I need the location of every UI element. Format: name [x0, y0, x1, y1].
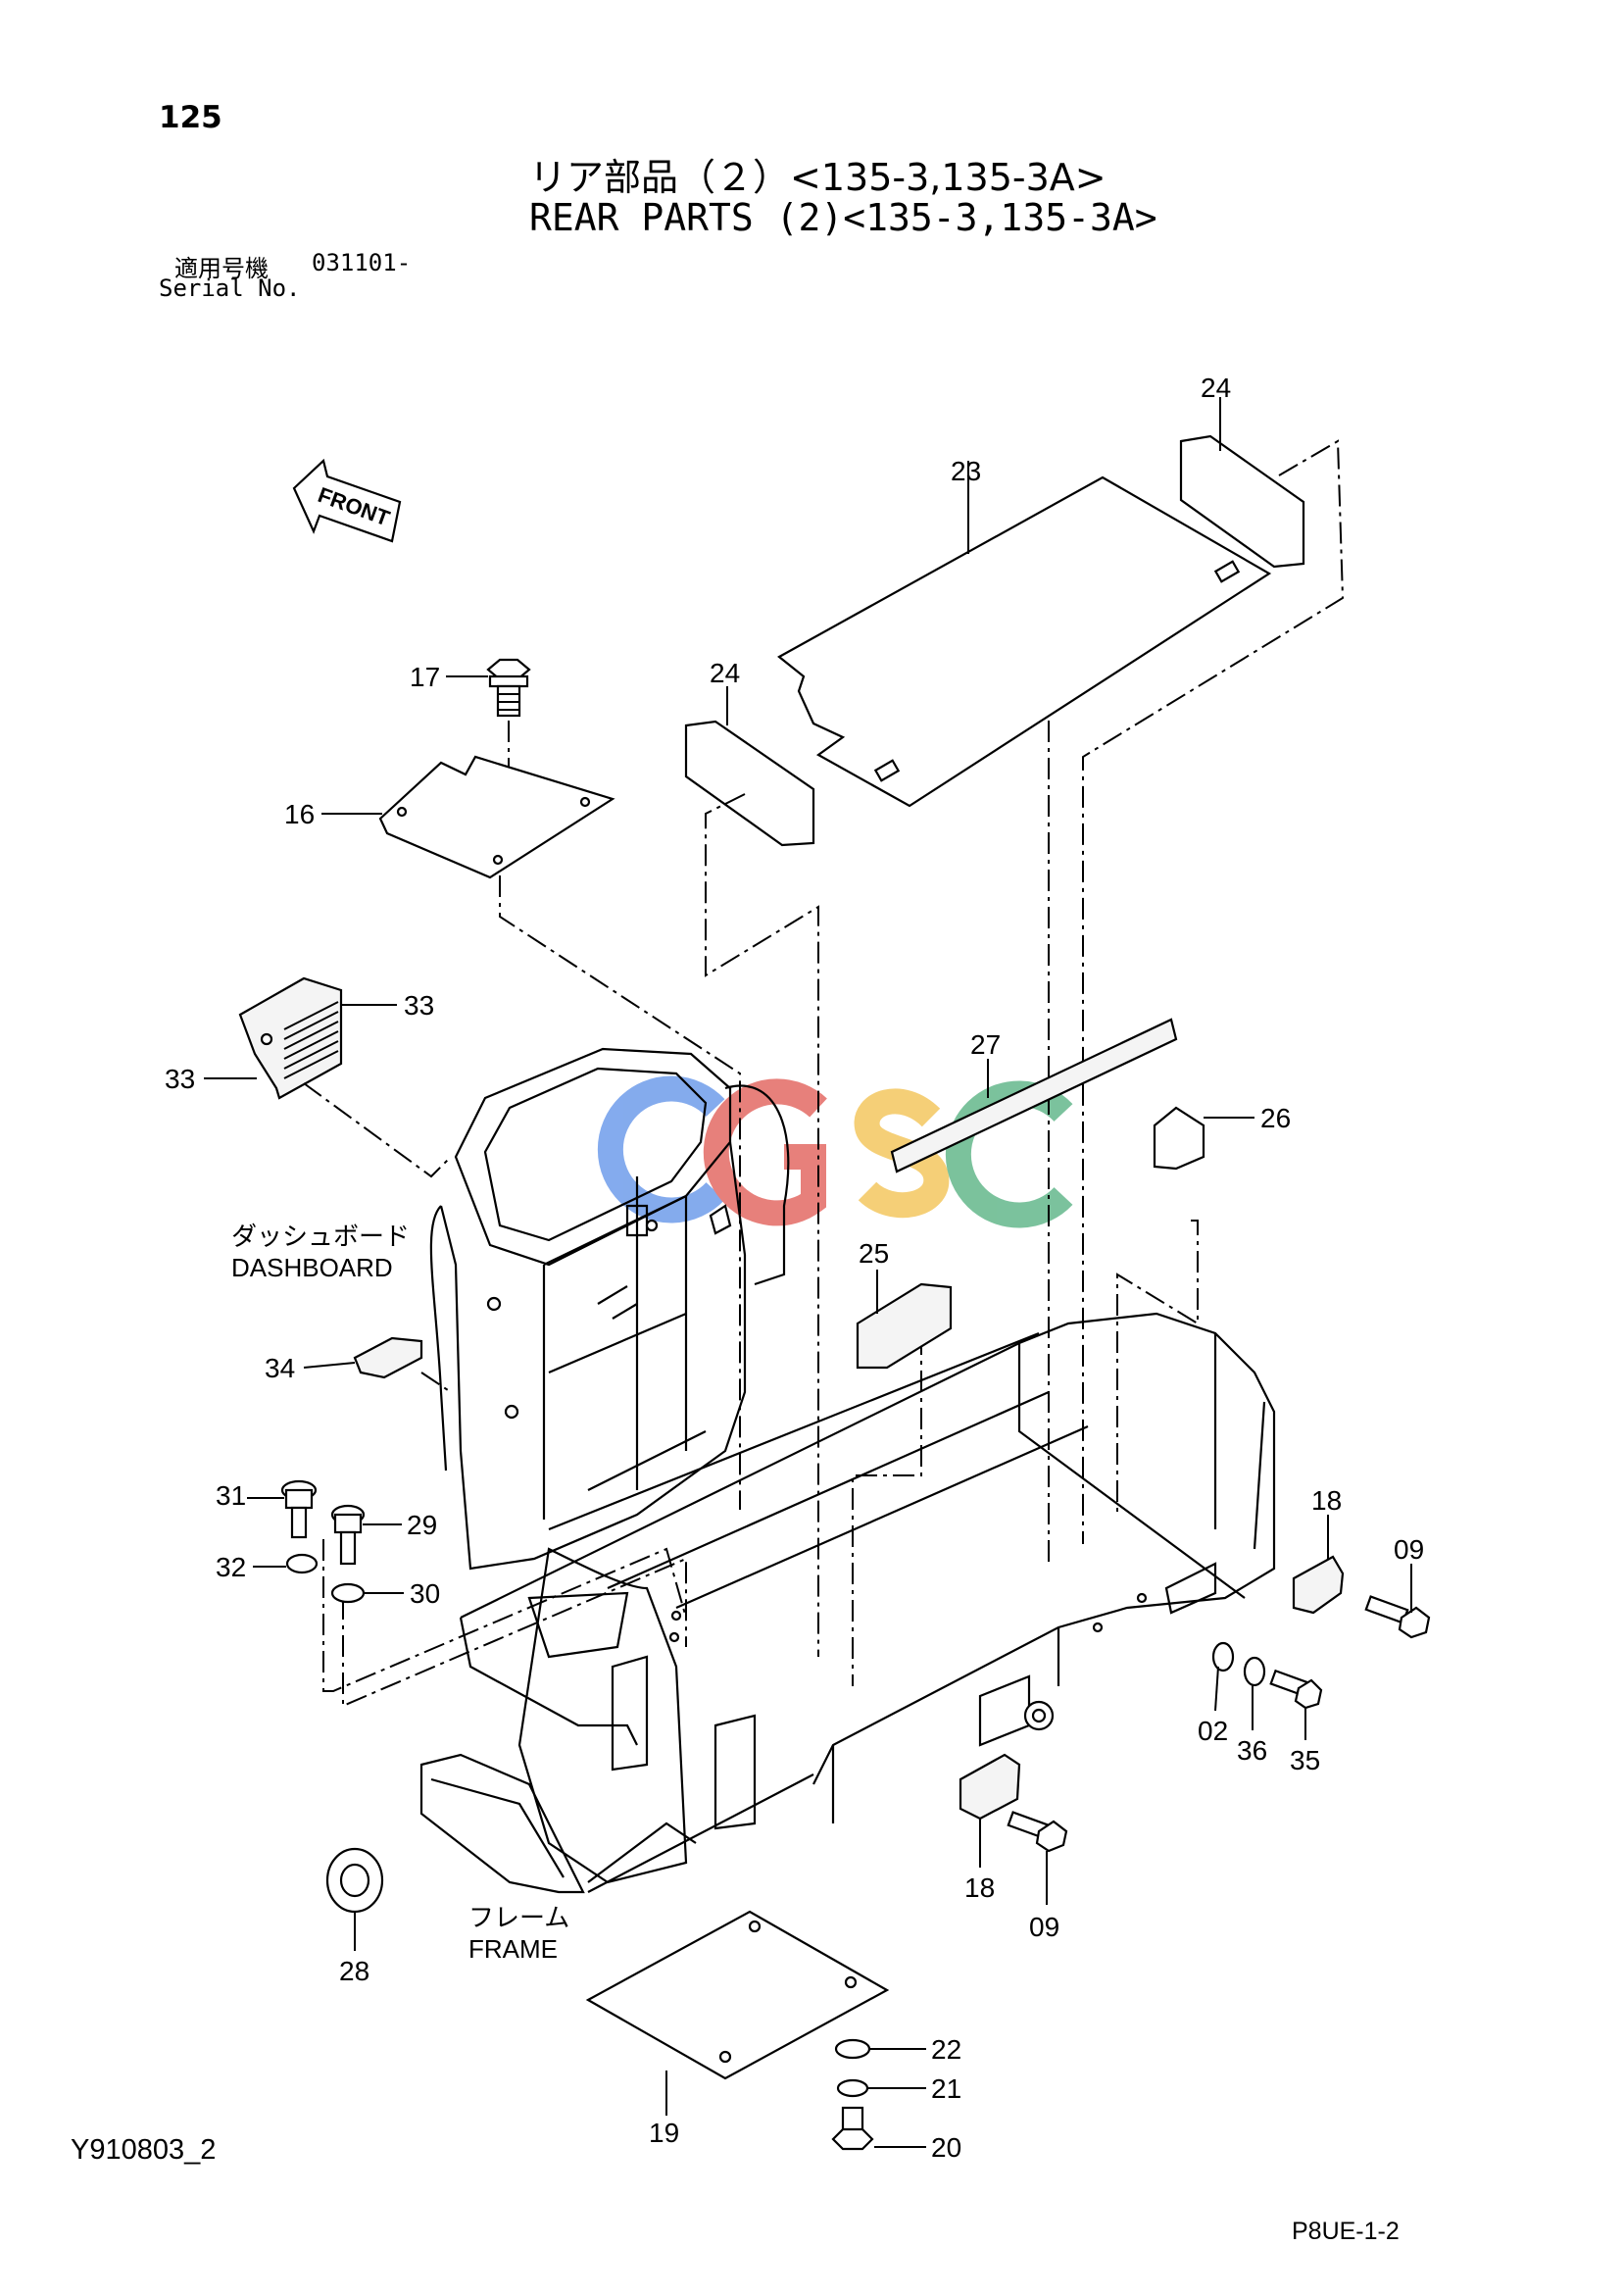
dashboard-label-english: DASHBOARD [231, 1253, 393, 1282]
callout-20: 20 [931, 2132, 961, 2163]
callout-25: 25 [859, 1238, 889, 1269]
callout-27: 27 [970, 1029, 1001, 1060]
callout-35: 35 [1290, 1745, 1320, 1775]
part-17-bolt [486, 658, 531, 718]
part-02-washer [1211, 1641, 1235, 1672]
part-34-grommet [353, 1336, 423, 1379]
callout-33-upper: 33 [404, 990, 434, 1021]
dashboard-label-japanese: ダッシュボード [231, 1223, 410, 1252]
page-title-english: REAR PARTS (2)<135-3,135-3A> [529, 196, 1157, 239]
serial-label-english: Serial No. [159, 275, 301, 302]
page-number: 125 [159, 100, 222, 135]
callout-36: 36 [1237, 1735, 1267, 1766]
part-16-plate [378, 755, 615, 879]
frame-label-english: FRAME [468, 1934, 558, 1964]
part-27-strip [890, 1018, 1178, 1173]
page-title-japanese: リア部品（２）<135-3,135-3A> [529, 156, 1107, 199]
callout-33-lower: 33 [165, 1064, 195, 1094]
part-26-pad [1153, 1106, 1205, 1171]
part-30-washer [330, 1582, 366, 1604]
part-23-top-cover [777, 475, 1272, 808]
dashboard-assembly [429, 1047, 790, 1571]
callout-26: 26 [1260, 1103, 1291, 1133]
callout-24-right: 24 [1201, 373, 1231, 403]
callout-24-left: 24 [710, 658, 740, 688]
callout-30: 30 [410, 1578, 440, 1609]
part-36-washer [1243, 1656, 1266, 1687]
serial-number-range: 031101- [312, 249, 412, 276]
callout-18-right: 18 [1311, 1485, 1342, 1516]
part-20-bolt [831, 2106, 874, 2151]
callout-34: 34 [265, 1353, 295, 1383]
callout-32: 32 [216, 1552, 246, 1582]
callout-31: 31 [216, 1480, 246, 1511]
part-28-grommet [325, 1847, 384, 1914]
part-18-bracket-right [1292, 1555, 1345, 1615]
part-09-bolt-right [1364, 1595, 1431, 1639]
part-25-pad [856, 1282, 953, 1370]
part-22-washer [834, 2038, 871, 2060]
part-35-bolt [1269, 1669, 1323, 1710]
part-29-bolt [330, 1504, 366, 1566]
part-19-plate [585, 1910, 890, 2080]
part-21-lock-washer [836, 2078, 869, 2098]
callout-16: 16 [284, 799, 315, 829]
page-code: P8UE-1-2 [1292, 2218, 1400, 2245]
serial-label-japanese: 適用号機 [174, 255, 269, 282]
part-09-bolt-lower [1007, 1811, 1068, 1853]
part-33-cushion [238, 976, 343, 1100]
callout-22: 22 [931, 2034, 961, 2065]
callout-09-lower: 09 [1029, 1912, 1059, 1942]
callout-28: 28 [339, 1956, 369, 1986]
front-arrow-icon: FRONT [292, 458, 402, 543]
part-32-washer [285, 1553, 319, 1574]
callout-18-lower: 18 [964, 1872, 995, 1903]
callout-17: 17 [410, 662, 440, 692]
frame-label-japanese: フレーム [468, 1904, 569, 1933]
part-31-bolt [280, 1479, 318, 1539]
callout-19: 19 [649, 2118, 679, 2148]
part-18-bracket-lower [959, 1753, 1021, 1821]
callout-23: 23 [951, 456, 981, 486]
callout-09-right: 09 [1394, 1534, 1424, 1565]
callout-29: 29 [407, 1510, 437, 1540]
part-24-pad-right [1179, 434, 1305, 569]
part-24-pad-left [684, 720, 815, 847]
callout-02: 02 [1198, 1716, 1228, 1746]
drawing-id: Y910803_2 [71, 2134, 217, 2166]
main-frame-assembly [419, 1312, 1276, 1894]
callout-21: 21 [931, 2073, 961, 2104]
